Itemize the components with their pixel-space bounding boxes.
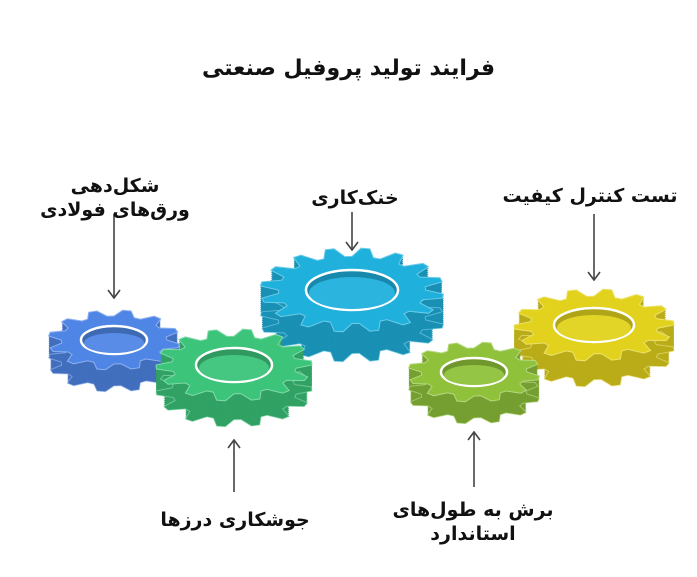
arrow-step-2	[227, 438, 241, 492]
arrow-step-5	[587, 214, 601, 282]
gears	[47, 247, 675, 428]
arrow-step-3	[345, 212, 359, 252]
gear-2-icon	[155, 328, 313, 428]
diagram-title: فرایند تولید پروفیل صنعتی	[201, 56, 496, 81]
gear-3-icon	[259, 247, 445, 363]
gear-5-icon	[513, 288, 675, 388]
label-step-4: برش به طول‌های استاندارد	[392, 499, 554, 545]
label-step-2: جوشکاری درزها	[160, 509, 310, 531]
arrows	[107, 212, 601, 492]
label-step-1: شکل‌دهی ورق‌های فولادی	[40, 175, 190, 221]
gear-4-icon	[407, 341, 541, 425]
label-step-3: خنک‌کاری	[311, 187, 399, 209]
arrow-step-4	[467, 430, 481, 487]
label-step-5: تست کنترل کیفیت	[502, 185, 678, 207]
arrow-step-1	[107, 214, 121, 300]
gear-1-icon	[47, 309, 181, 393]
